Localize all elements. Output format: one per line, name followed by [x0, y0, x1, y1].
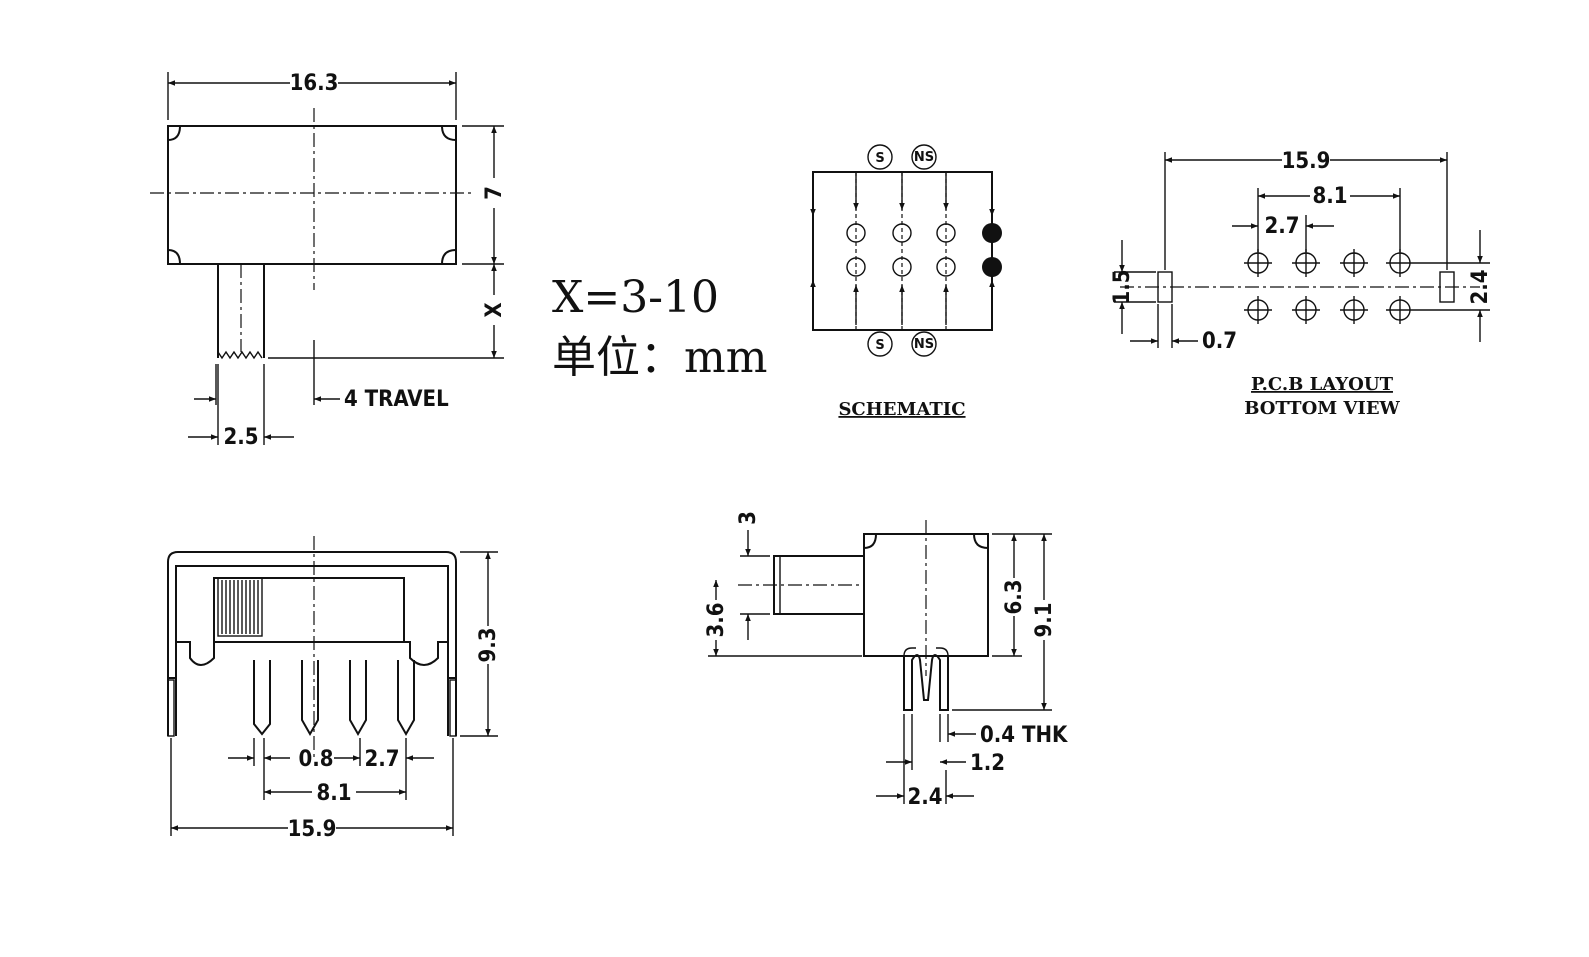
schematic-ns-top: NS: [914, 150, 934, 165]
front-view: 9.3 0.8 2.7 8.1 15.9: [167, 536, 501, 842]
unit-label: 单位：mm: [552, 332, 767, 383]
front-pitch-total-dim: 8.1: [316, 781, 351, 806]
pcb-pitch-total-dim: 8.1: [1312, 184, 1347, 209]
schematic-s-top: S: [875, 151, 884, 166]
travel-label: 4 TRAVEL: [344, 387, 449, 412]
spec-block: X=3-10 单位：mm: [552, 272, 767, 383]
pcb-caption-2: BOTTOM VIEW: [1244, 398, 1400, 419]
schematic-caption: SCHEMATIC: [838, 399, 965, 420]
top-width-dim: 16.3: [290, 71, 339, 96]
schematic: S NS S NS SCHEMATIC: [810, 144, 1002, 420]
side-body-outline: [863, 533, 989, 657]
front-body-outline: [167, 551, 457, 736]
actuator-length-dim: X: [482, 302, 507, 317]
schematic-s-bottom: S: [875, 338, 884, 353]
pcb-slot-height-dim: 1.5: [1110, 269, 1135, 304]
side-total-height-dim: 9.1: [1032, 602, 1057, 637]
side-lever-offset-dim: 3: [736, 511, 761, 525]
pcb-caption: P.C.B LAYOUT: [1251, 374, 1394, 395]
top-view: 16.3 7 X 4 TRAVEL 2.5: [150, 71, 507, 450]
schematic-ns-bottom: NS: [914, 337, 934, 352]
pcb-pitch-dim: 2.7: [1264, 214, 1299, 239]
pcb-row-spacing-dim: 2.4: [1468, 269, 1493, 304]
front-pins: [253, 660, 415, 737]
pcb-holes: [1244, 249, 1414, 324]
pcb-slot-width-dim: 0.7: [1202, 329, 1237, 354]
actuator-width-dim: 2.5: [223, 425, 258, 450]
side-pin-gap-dim: 1.2: [970, 751, 1005, 776]
top-body-outline: [167, 125, 457, 265]
front-width-dim: 15.9: [288, 817, 337, 842]
side-pin-spacing-dim: 2.4: [907, 785, 942, 810]
side-lever-height-dim: 3.6: [704, 602, 729, 637]
top-height-dim: 7: [482, 186, 507, 200]
schematic-frame: [812, 171, 993, 331]
top-actuator: [217, 264, 265, 358]
front-pin-width-dim: 0.8: [298, 747, 333, 772]
pcb-layout: 15.9 8.1 2.7 1.5 0.7 2.4 P.C.B LAYOUT BO…: [1110, 149, 1493, 419]
x-range-label: X=3-10: [552, 272, 719, 323]
front-height-dim: 9.3: [476, 627, 501, 662]
side-thickness-dim: 0.4 THK: [980, 723, 1068, 748]
side-view: 3 3.6 6.3 9.1 0.4 THK 1.2 2.4: [704, 511, 1068, 810]
front-pitch-dim: 2.7: [364, 747, 399, 772]
side-body-height-dim: 6.3: [1002, 579, 1027, 614]
pcb-width-dim: 15.9: [1282, 149, 1331, 174]
